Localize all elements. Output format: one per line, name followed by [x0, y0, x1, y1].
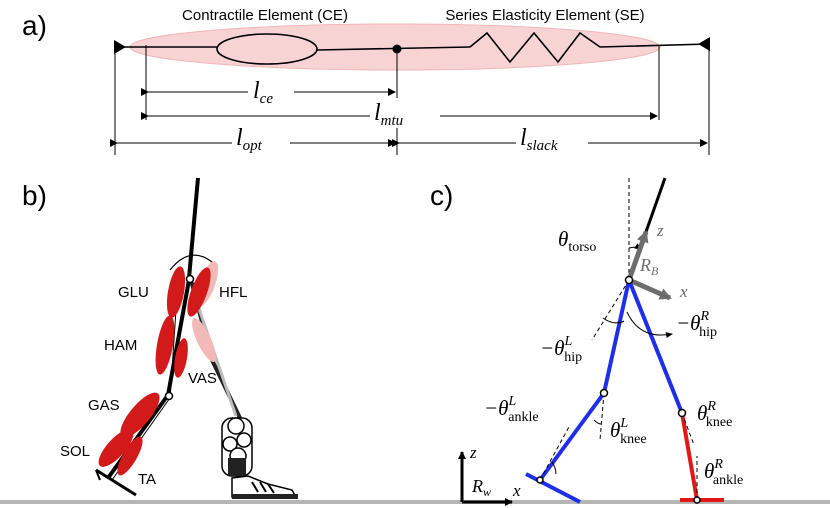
left-knee-joint: [599, 388, 609, 398]
l-ce-label: lce: [253, 78, 273, 107]
hip-R-arc: [626, 311, 673, 339]
muscle-label-hfl: HFL: [219, 284, 247, 301]
right-knee-joint: [677, 408, 687, 418]
panel-a: a) Contractile Element (CE) Series Elast…: [22, 7, 710, 155]
se-label: Series Elasticity Element (SE): [445, 7, 644, 24]
world-x-label: x: [512, 481, 521, 500]
body-z-axis: [626, 230, 649, 281]
panel-b: b): [22, 177, 298, 499]
hip-L-arc: [602, 317, 625, 324]
vas-muscle: [174, 338, 188, 378]
pelvis-joint: [624, 275, 634, 285]
right-attachment: [698, 37, 710, 51]
world-frame-label: Rw: [471, 476, 491, 499]
front-foot: [95, 468, 137, 497]
left-ankle-reference: [539, 424, 571, 481]
l-slack-label: lslack: [520, 125, 558, 154]
muscle-label-vas: VAS: [188, 370, 217, 387]
right-ankle-joint: [693, 496, 701, 504]
theta-torso-label: θtorso: [558, 227, 596, 255]
body-frame-label: RB: [639, 255, 659, 278]
body-x-label: x: [679, 282, 688, 301]
series-elastic-spring: [469, 31, 709, 64]
l-opt-label: lopt: [236, 125, 263, 154]
left-foot: [525, 472, 581, 504]
right-knee-reference: [681, 412, 695, 446]
ce-label: Contractile Element (CE): [182, 7, 348, 24]
prosthetic-foot: [221, 417, 298, 499]
body-z-label: z: [656, 221, 664, 240]
glu-muscle: [166, 266, 186, 318]
torso-segment: [187, 177, 200, 279]
sol-muscle: [98, 429, 134, 467]
ankle-L-arc: [551, 461, 557, 475]
muscle-label-gas: GAS: [88, 397, 120, 414]
hfl-front-muscle: [187, 267, 211, 317]
knee-L-arc: [593, 419, 602, 425]
hip-L-reference: [591, 279, 630, 341]
body-x-axis: [627, 277, 672, 301]
left-attachment: [114, 40, 126, 54]
gas-muscle: [120, 392, 160, 438]
knee-joint: [164, 391, 174, 401]
left-shank: [538, 391, 606, 482]
ham-muscle: [155, 315, 175, 375]
panel-c-label: c): [430, 180, 453, 211]
ta-muscle: [117, 436, 143, 476]
muscle-label-ta: TA: [138, 471, 156, 488]
right-shank: [680, 412, 699, 501]
front-heel: [95, 469, 101, 481]
panel-a-label: a): [22, 10, 47, 41]
left-ankle-joint: [536, 476, 544, 484]
rear-vas-muscle: [192, 318, 216, 362]
left-knee-reference: [599, 392, 605, 441]
hip-joint: [185, 274, 195, 284]
right-thigh: [627, 279, 684, 414]
panel-b-label: b): [22, 180, 47, 211]
muscle-label-ham: HAM: [104, 337, 137, 354]
world-z-label: z: [469, 443, 477, 462]
l-mtu-label: lmtu: [374, 100, 403, 129]
contractile-element: [216, 33, 318, 65]
left-thigh: [602, 279, 631, 394]
rear-shank-muscle-line: [194, 299, 238, 417]
front-shank: [106, 393, 170, 480]
muscle-label-glu: GLU: [118, 284, 149, 301]
muscle-label-sol: SOL: [60, 443, 90, 460]
panel-c: c) θtorso: [430, 177, 743, 506]
